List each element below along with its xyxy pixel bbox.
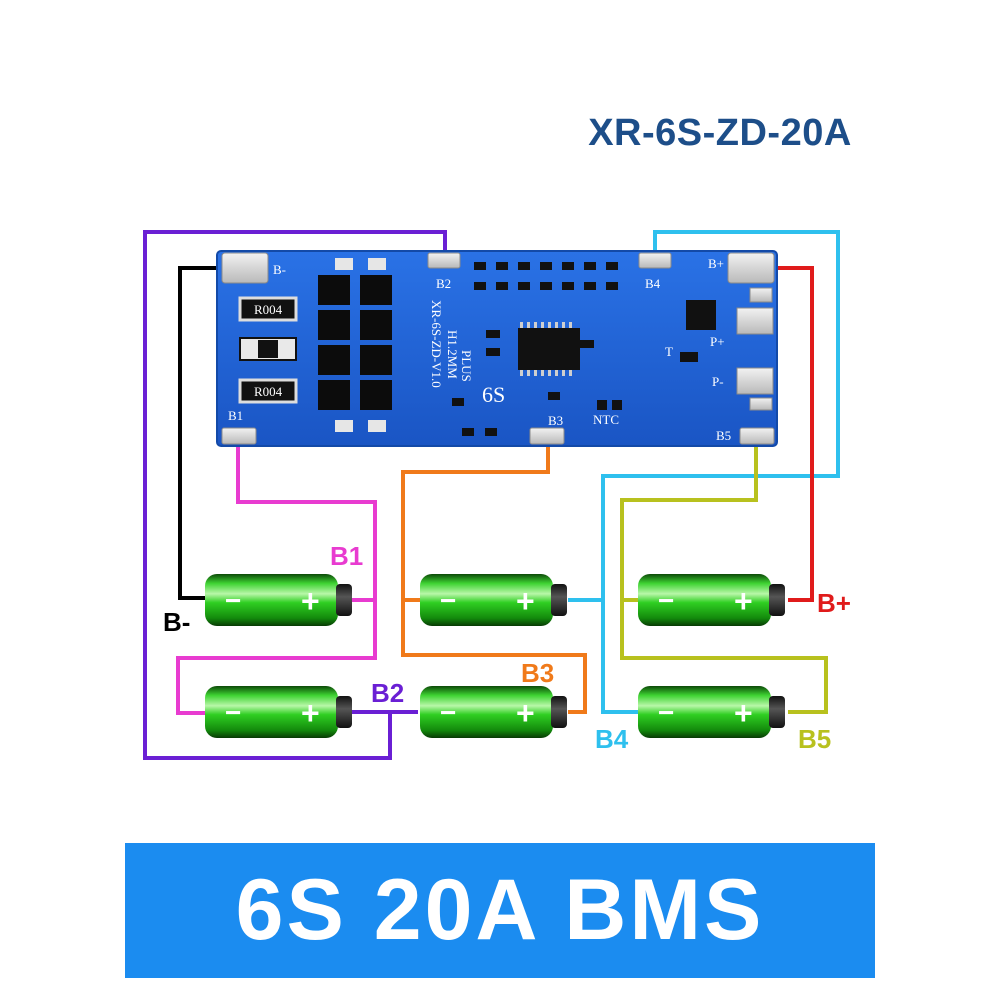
- wire-b-minus: [178, 266, 238, 600]
- pad-b-plus: [727, 252, 775, 284]
- pad-label-b5: B5: [716, 428, 731, 443]
- cell-plus-sign: +: [734, 583, 753, 619]
- wires: [143, 230, 840, 760]
- small-pads: [335, 258, 386, 432]
- battery-terminal-cap: [551, 584, 567, 616]
- battery-terminal-cap: [336, 584, 352, 616]
- battery-cell: −+: [638, 574, 785, 626]
- resistor-label-2: R004: [254, 384, 283, 399]
- label-b2: B2: [371, 678, 404, 708]
- silk-temp: T: [665, 344, 673, 359]
- cell-minus-sign: −: [225, 585, 241, 616]
- cells: −+−+−+−+−+−+: [205, 574, 785, 738]
- pad-b5: [739, 427, 775, 445]
- model-title: XR-6S-ZD-20A: [588, 112, 852, 154]
- pad-small-p-minus: [749, 397, 773, 411]
- silk-model: XR-6S-ZD-V1.0: [429, 300, 444, 388]
- battery-cell-body: [420, 574, 553, 626]
- pad-label-b1: B1: [228, 408, 243, 423]
- label-b-minus: B-: [163, 607, 190, 637]
- pad-label-b-plus: B+: [708, 256, 724, 271]
- product-banner: 6S 20A BMS: [125, 843, 875, 978]
- cell-minus-sign: −: [440, 585, 456, 616]
- label-b3: B3: [521, 658, 554, 688]
- pad-label-p-minus: P-: [712, 374, 724, 389]
- pad-label-b2: B2: [436, 276, 451, 291]
- cell-plus-sign: +: [734, 695, 753, 731]
- battery-cell: −+: [638, 686, 785, 738]
- wire-b5: [620, 440, 828, 714]
- bms-pcb: B- B2 B4 B+ B1 B3 B5 P+ P- R004 R004: [216, 250, 778, 447]
- battery-terminal-cap: [769, 696, 785, 728]
- cell-plus-sign: +: [516, 583, 535, 619]
- battery-cell: −+: [420, 574, 567, 626]
- battery-cell-body: [205, 686, 338, 738]
- pad-label-p-plus: P+: [710, 334, 725, 349]
- control-ic: [518, 322, 580, 376]
- cell-plus-sign: +: [301, 583, 320, 619]
- label-b1: B1: [330, 541, 363, 571]
- silk-ntc: NTC: [593, 412, 619, 427]
- cell-plus-sign: +: [516, 695, 535, 731]
- cell-minus-sign: −: [658, 697, 674, 728]
- wire-b3: [401, 440, 587, 714]
- battery-terminal-cap: [336, 696, 352, 728]
- label-b4: B4: [595, 724, 629, 754]
- pad-p-plus: [736, 307, 774, 335]
- pad-label-b3: B3: [548, 413, 563, 428]
- cell-minus-sign: −: [658, 585, 674, 616]
- silk-cells: 6S: [482, 382, 505, 407]
- smd-components: [452, 262, 716, 436]
- pad-b3: [529, 427, 565, 445]
- label-b-plus: B+: [817, 588, 851, 618]
- battery-cell: −+: [205, 686, 352, 738]
- pad-p-minus: [736, 367, 774, 395]
- battery-cell-body: [205, 574, 338, 626]
- pad-b-minus: [221, 252, 269, 284]
- battery-cell: −+: [420, 686, 567, 738]
- pad-label-b-minus: B-: [273, 262, 286, 277]
- wire-b-plus: [754, 266, 814, 602]
- battery-cell-body: [420, 686, 553, 738]
- wire-b1: [176, 440, 377, 715]
- pad-small-p-plus: [749, 287, 773, 303]
- wire-b4: [601, 230, 840, 714]
- battery-cell: −+: [205, 574, 352, 626]
- label-b5: B5: [798, 724, 831, 754]
- cell-minus-sign: −: [440, 697, 456, 728]
- pad-label-b4: B4: [645, 276, 661, 291]
- silk-thickness: H1.2MM: [445, 330, 460, 379]
- silk-plus: PLUS: [459, 350, 474, 382]
- banner-text: 6S 20A BMS: [235, 862, 765, 958]
- shunt-resistors: R004 R004: [238, 296, 298, 404]
- pad-b4: [638, 252, 672, 269]
- battery-cell-body: [638, 574, 771, 626]
- battery-terminal-cap: [769, 584, 785, 616]
- battery-terminal-cap: [551, 696, 567, 728]
- cell-plus-sign: +: [301, 695, 320, 731]
- cell-minus-sign: −: [225, 697, 241, 728]
- pad-b1: [221, 427, 257, 445]
- pad-b2: [427, 252, 461, 269]
- resistor-label: R004: [254, 302, 283, 317]
- battery-cell-body: [638, 686, 771, 738]
- mosfet-array: [318, 275, 392, 410]
